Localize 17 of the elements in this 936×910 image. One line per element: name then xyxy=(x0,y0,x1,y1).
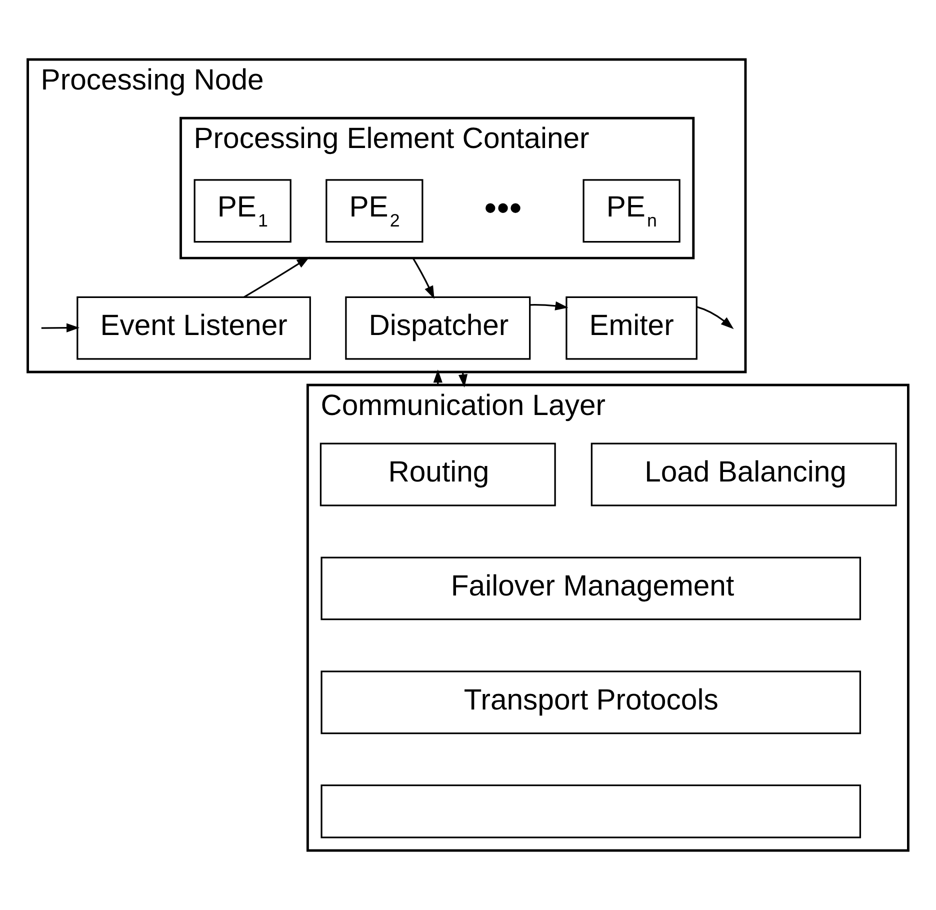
node-box: Routing xyxy=(320,442,556,506)
node-box xyxy=(320,784,862,838)
node-box: Load Balancing xyxy=(590,442,897,506)
arrow xyxy=(530,301,568,310)
node-box: Transport Protocols xyxy=(320,670,862,734)
arrow xyxy=(244,256,310,298)
node-box: Failover Management xyxy=(320,556,862,620)
node-box: Event Listener xyxy=(76,296,311,360)
arrow xyxy=(41,323,80,332)
node-box: PE$_{2}$ xyxy=(326,179,424,243)
node-box: Emiter xyxy=(566,296,698,360)
label: ••• xyxy=(484,188,522,228)
node-box: Dispatcher xyxy=(345,296,531,360)
node-box: PE$_{n}$ xyxy=(582,179,680,243)
node-box: PE$_{1}$ xyxy=(194,179,292,243)
arrow xyxy=(412,258,434,300)
arrow xyxy=(696,306,734,330)
